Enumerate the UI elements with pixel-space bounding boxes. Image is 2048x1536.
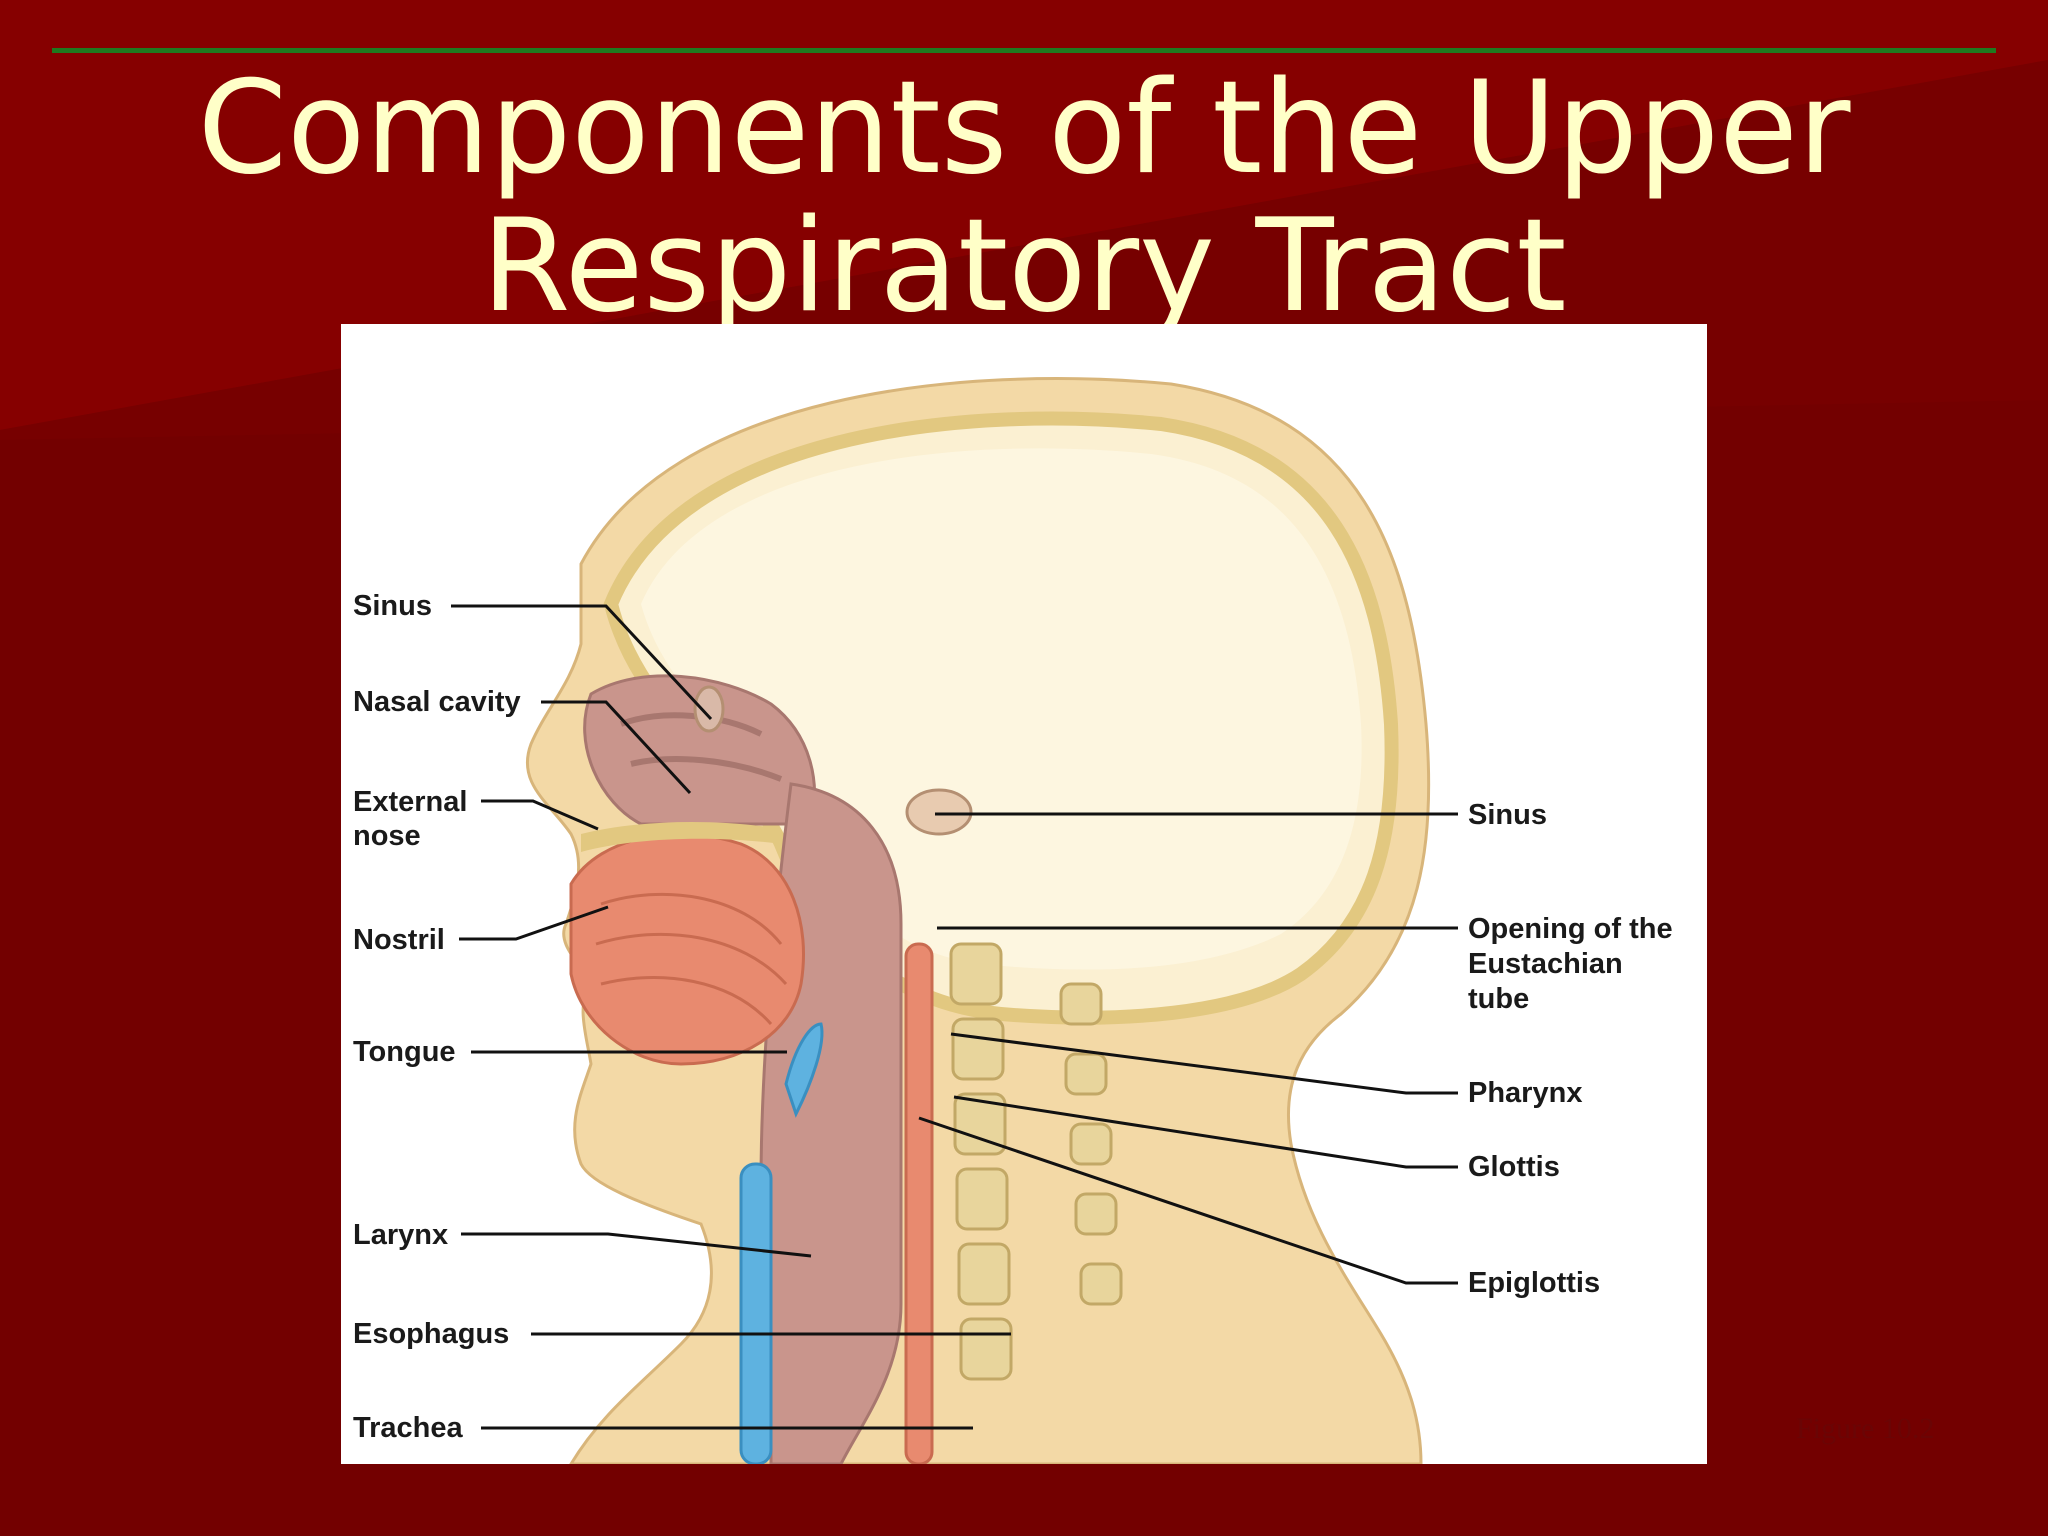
label-glottis: Glottis (1468, 1151, 1560, 1183)
label-external-nose-line1: External (353, 786, 467, 818)
label-tongue: Tongue (353, 1036, 456, 1068)
frontal-sinus (693, 685, 725, 733)
head-cross-section-illustration: Sinus Nasal cavity External nose Nostril… (353, 377, 1673, 1464)
epiglottis-shape (784, 1022, 824, 1118)
label-esophagus: Esophagus (353, 1318, 509, 1350)
label-trachea: Trachea (353, 1412, 463, 1444)
title-line-1: Components of the Upper (197, 54, 1851, 203)
label-eustachian-line2: Eustachian (1468, 948, 1623, 980)
label-pharynx: Pharynx (1468, 1077, 1582, 1109)
palate (581, 822, 781, 852)
top-accent-rule (52, 48, 1996, 53)
label-larynx: Larynx (353, 1219, 448, 1251)
label-epiglottis: Epiglottis (1468, 1267, 1600, 1299)
title-line-2: Respiratory Tract (481, 192, 1567, 341)
label-sinus-left: Sinus (353, 590, 432, 622)
label-nasal-cavity: Nasal cavity (353, 686, 521, 718)
esophagus-shape (904, 942, 934, 1464)
label-eustachian-line1: Opening of the (1468, 913, 1673, 945)
label-eustachian-line3: tube (1468, 983, 1529, 1015)
leader-lines (451, 604, 1458, 1430)
anatomy-figure: Sinus Nasal cavity External nose Nostril… (341, 324, 1707, 1464)
trachea-shape (739, 1162, 773, 1464)
label-external-nose-line2: nose (353, 820, 421, 852)
tongue-shape (569, 832, 805, 1066)
sphenoid-sinus (905, 788, 973, 836)
label-sinus-right: Sinus (1468, 799, 1547, 831)
label-nostril: Nostril (353, 924, 445, 956)
figure-caption: Figure 10.2 (1796, 1412, 1935, 1445)
spinal-processes (1059, 982, 1123, 1306)
slide-title: Components of the Upper Respiratory Trac… (0, 60, 2048, 336)
